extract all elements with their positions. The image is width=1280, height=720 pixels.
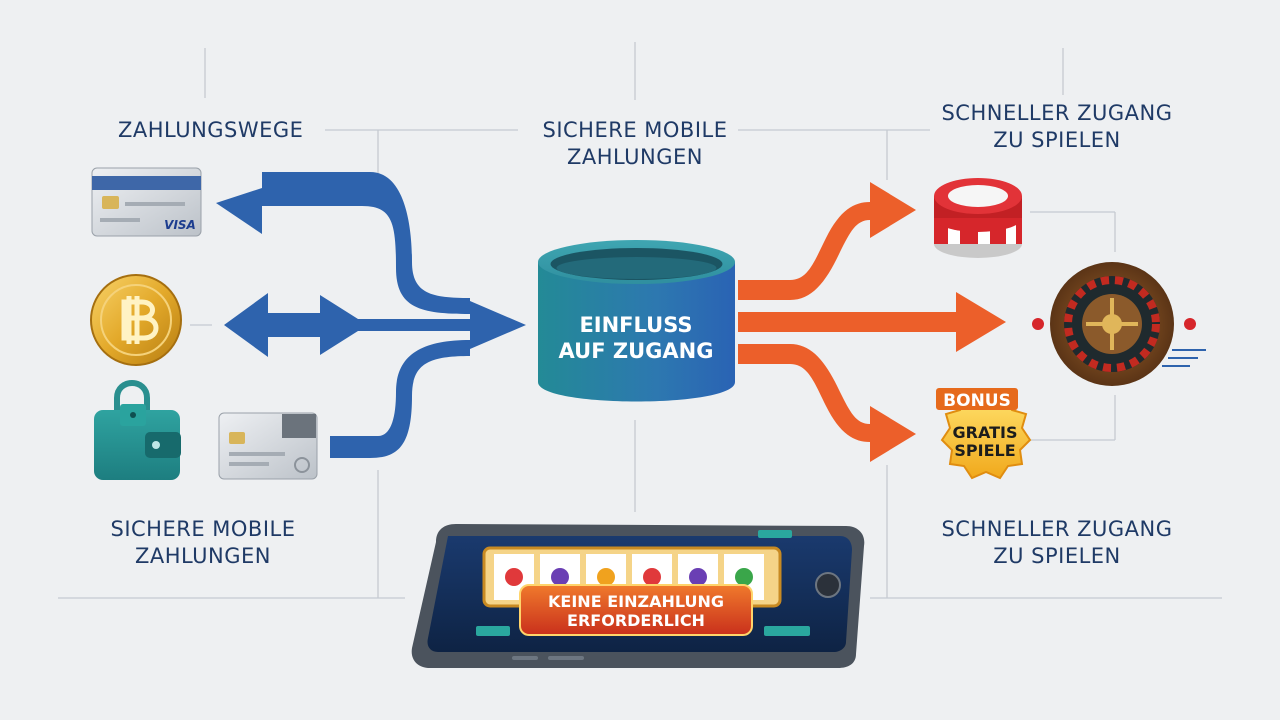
- smartphone-slot-game-icon: KEINE EINZAHLUNG ERFORDERLICH: [411, 524, 865, 668]
- label-payment-methods-text: ZAHLUNGSWEGE: [118, 118, 304, 142]
- connector-lines: [58, 42, 1222, 599]
- output-arrows: [738, 182, 1006, 462]
- phone-banner-line1: KEINE EINZAHLUNG: [548, 592, 724, 611]
- bonus-badge-line2: SPIELE: [954, 441, 1015, 460]
- bitcoin-coin-icon: [90, 274, 182, 366]
- label-fast-access-bottom-line1: SCHNELLER ZUGANG: [941, 517, 1173, 541]
- poker-chips-icon: [934, 178, 1022, 258]
- label-fast-access-top-line1: SCHNELLER ZUGANG: [941, 101, 1173, 125]
- phone-banner-line2: ERFORDERLICH: [567, 611, 705, 630]
- label-secure-mobile-bottom-line2: ZAHLUNGEN: [134, 544, 272, 568]
- label-fast-access-top-line2: ZU SPIELEN: [993, 128, 1121, 152]
- label-secure-mobile-top: SICHERE MOBILE ZAHLUNGEN: [530, 117, 740, 171]
- input-arrows: [216, 172, 526, 458]
- center-label-line2: AUF ZUGANG: [559, 339, 714, 363]
- roulette-wheel-icon: [1032, 262, 1206, 386]
- arrow-to-bonus: [738, 344, 916, 462]
- center-cylinder: EINFLUSS AUF ZUGANG: [538, 240, 735, 402]
- credit-card-icon: VISA: [91, 167, 202, 237]
- id-card-icon: [218, 412, 318, 480]
- arrow-bitcoin-bidirectional: [224, 293, 526, 357]
- bonus-badge-title: BONUS: [943, 391, 1011, 411]
- label-secure-mobile-bottom-line1: SICHERE MOBILE: [110, 517, 296, 541]
- label-fast-access-top: SCHNELLER ZUGANG ZU SPIELEN: [935, 100, 1179, 154]
- label-fast-access-bottom-line2: ZU SPIELEN: [993, 544, 1121, 568]
- locked-wallet-icon: [94, 380, 181, 480]
- bonus-badge-icon: BONUS GRATIS SPIELE: [936, 388, 1032, 480]
- label-fast-access-bottom: SCHNELLER ZUGANG ZU SPIELEN: [935, 516, 1179, 570]
- arrow-to-card: [216, 172, 470, 314]
- card-brand: VISA: [164, 218, 196, 232]
- label-secure-mobile-top-line2: ZAHLUNGEN: [566, 145, 704, 169]
- arrow-to-poker-chips: [738, 182, 916, 300]
- arrow-from-id-card: [330, 340, 470, 458]
- center-label-line1: EINFLUSS: [579, 313, 692, 337]
- arrow-to-roulette: [738, 292, 1006, 352]
- label-secure-mobile-top-line1: SICHERE MOBILE: [542, 118, 728, 142]
- label-payment-methods: ZAHLUNGSWEGE: [118, 117, 303, 144]
- label-secure-mobile-bottom: SICHERE MOBILE ZAHLUNGEN: [98, 516, 308, 570]
- bonus-badge-line1: GRATIS: [953, 423, 1018, 442]
